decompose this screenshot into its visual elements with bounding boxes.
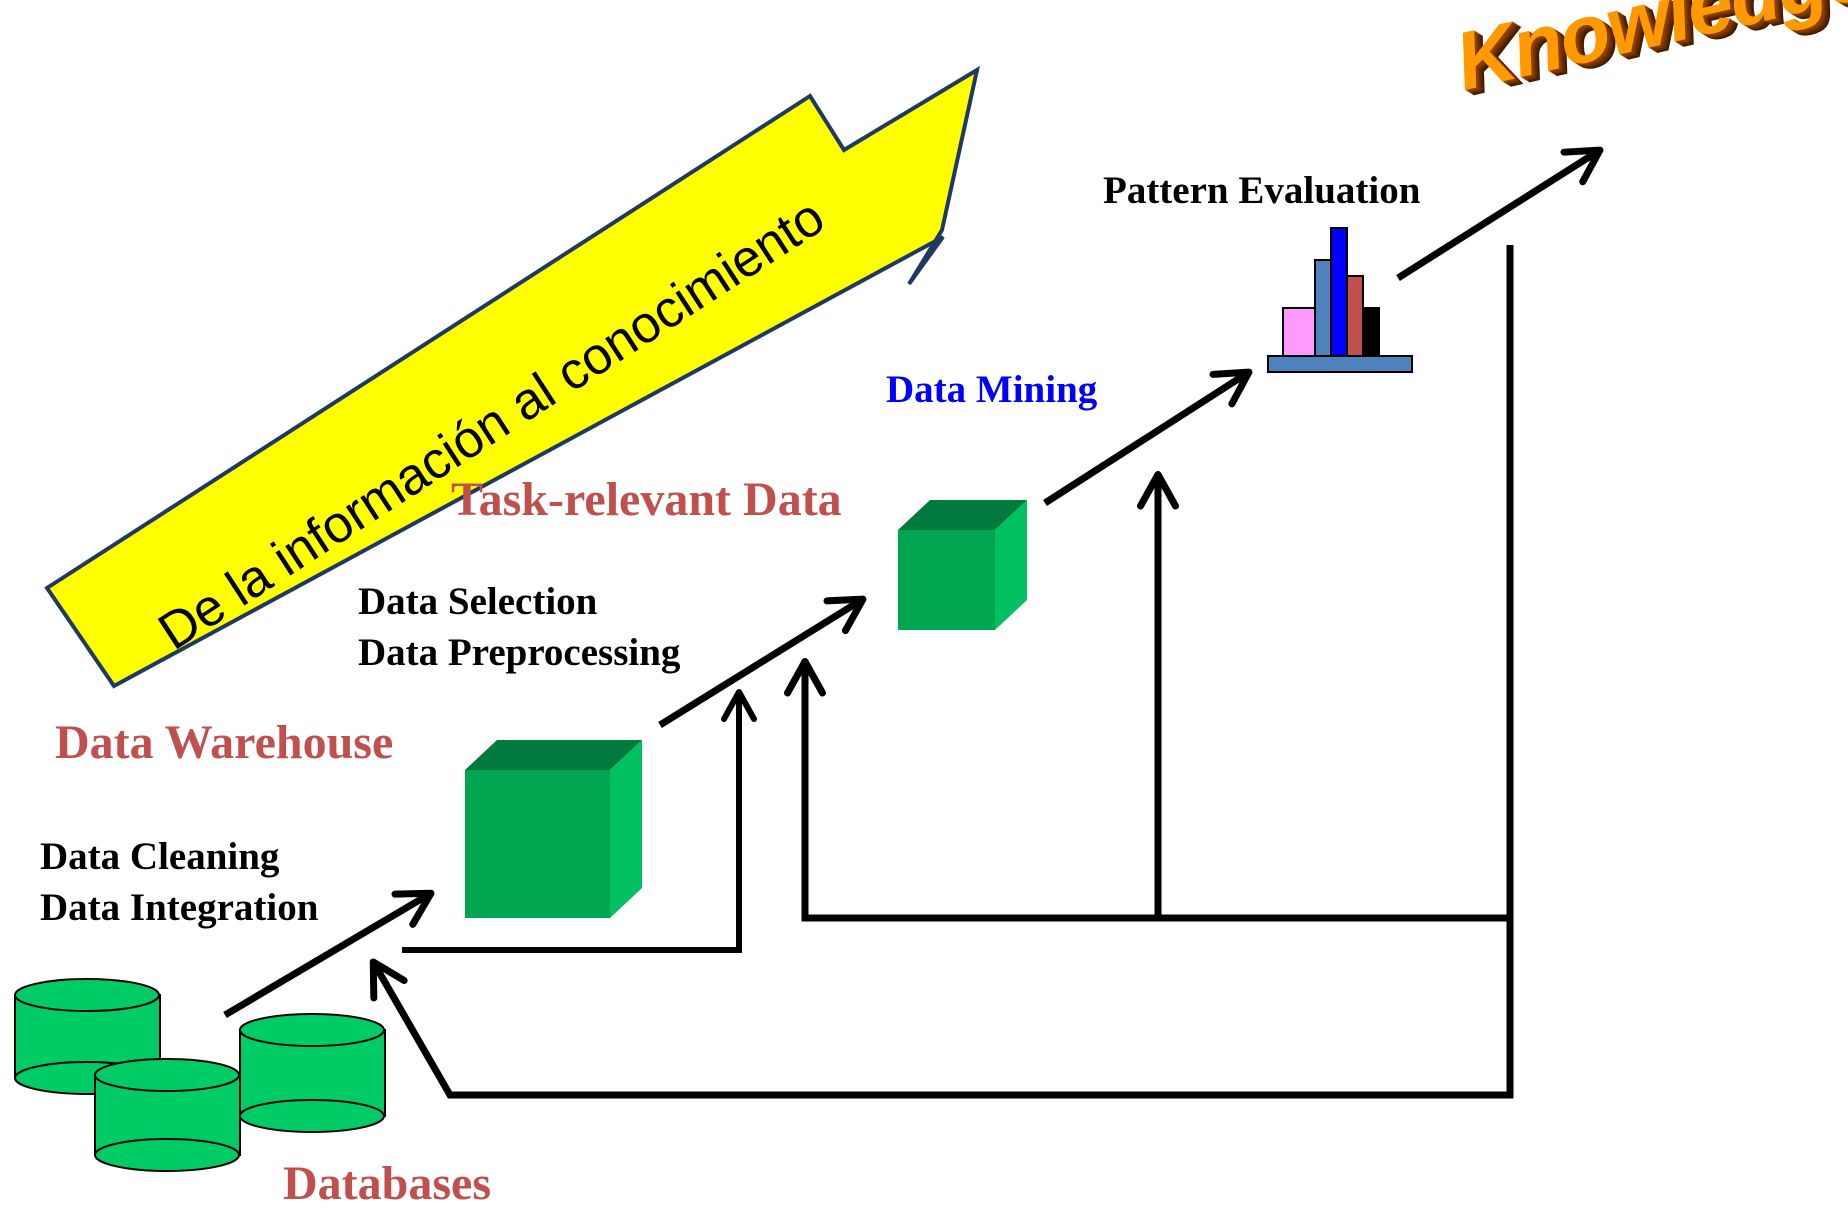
data-warehouse-cube bbox=[465, 740, 642, 918]
data-preprocessing-label: Data Preprocessing bbox=[358, 631, 681, 674]
databases-label: Databases bbox=[283, 1157, 492, 1210]
data-integration-label: Data Integration bbox=[40, 886, 319, 929]
arrow-pattern-to-knowledge bbox=[1396, 146, 1604, 281]
data-warehouse-label: Data Warehouse bbox=[55, 716, 394, 769]
pattern-evaluation-chart-icon bbox=[1267, 227, 1413, 373]
arrow-warehouse-to-task-data bbox=[658, 595, 867, 728]
pattern-evaluation-label: Pattern Evaluation bbox=[1103, 169, 1421, 212]
database-cylinder-2 bbox=[94, 1058, 241, 1172]
feedback-arrow-to-task-step bbox=[784, 658, 1510, 922]
feedback-arrow-to-warehouse-step bbox=[402, 689, 757, 953]
arrow-databases-to-warehouse bbox=[223, 889, 435, 1019]
feedback-line-main bbox=[369, 245, 1514, 1099]
task-relevant-data-label: Task-relevant Data bbox=[451, 473, 842, 526]
data-mining-label: Data Mining bbox=[886, 368, 1098, 411]
data-selection-label: Data Selection bbox=[358, 580, 598, 623]
arrow-task-data-to-pattern bbox=[1043, 368, 1253, 506]
banner-arrow bbox=[44, 65, 980, 689]
database-cylinder-3 bbox=[239, 1013, 386, 1133]
task-relevant-data-cube bbox=[898, 500, 1027, 630]
data-cleaning-label: Data Cleaning bbox=[40, 835, 280, 878]
